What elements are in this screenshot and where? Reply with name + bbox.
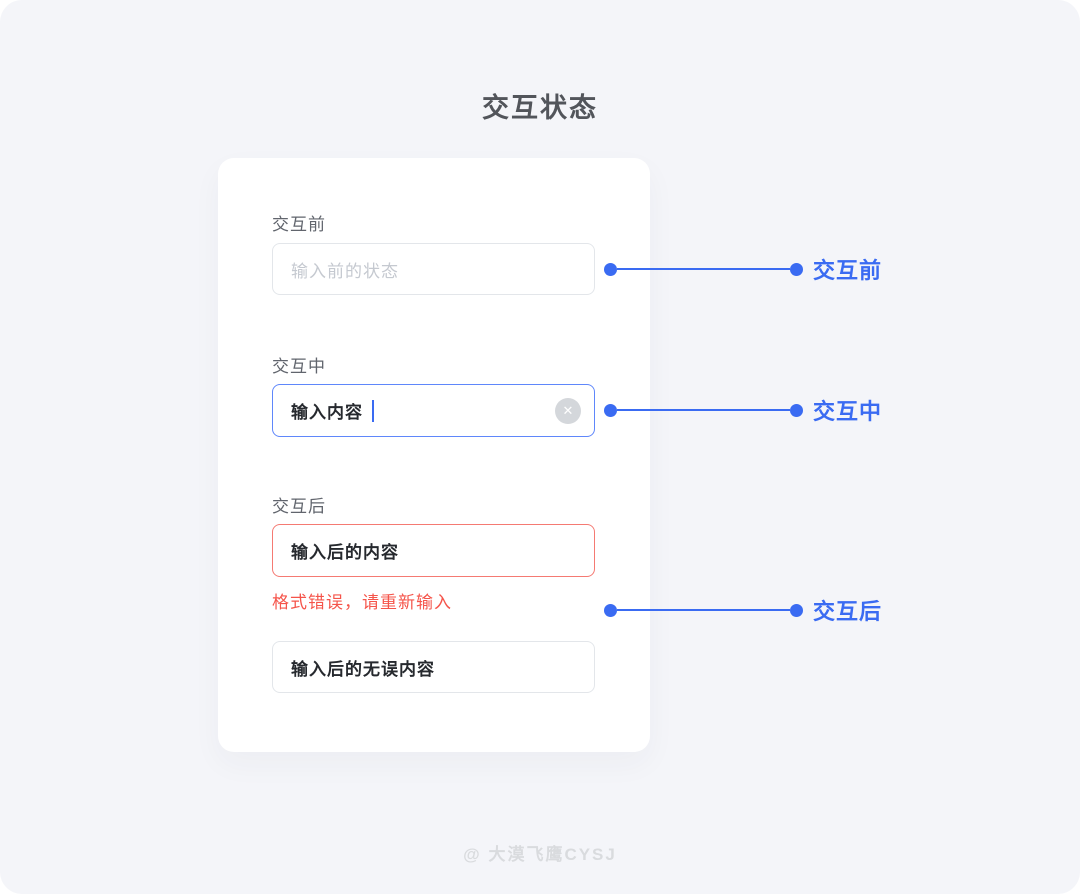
callout-label-during: 交互中 <box>813 399 883 424</box>
callout-dot-icon <box>604 403 617 417</box>
watermark: @ 大漠飞鹰CYSJ <box>463 845 617 864</box>
callout-dot-icon <box>790 262 803 276</box>
callout-line <box>617 609 790 611</box>
input-active-value: 输入内容 <box>291 403 363 422</box>
page-title: 交互状态 <box>482 93 598 123</box>
input-valid[interactable]: 输入后的无误内容 <box>272 641 595 693</box>
clear-icon[interactable]: ✕ <box>555 397 581 424</box>
callout-label-before: 交互前 <box>813 258 883 283</box>
input-active[interactable]: 输入内容 ✕ <box>272 384 595 437</box>
error-message: 格式错误，请重新输入 <box>272 593 452 612</box>
callout-after: 交互后 <box>604 597 883 624</box>
callout-during: 交互中 <box>604 397 883 424</box>
callout-dot-icon <box>604 603 617 617</box>
callout-dot-icon <box>604 262 617 276</box>
field-label-after: 交互后 <box>272 497 326 516</box>
input-before[interactable]: 输入前的状态 <box>272 243 595 295</box>
callout-before: 交互前 <box>604 256 883 283</box>
callout-dot-icon <box>790 603 803 617</box>
field-label-before: 交互前 <box>272 215 326 234</box>
input-error[interactable]: 输入后的内容 <box>272 524 595 577</box>
callout-line <box>617 409 790 411</box>
callout-line <box>617 268 790 270</box>
input-before-placeholder: 输入前的状态 <box>291 261 399 281</box>
text-cursor <box>372 399 374 422</box>
input-error-value: 输入后的内容 <box>291 543 399 562</box>
field-label-active: 交互中 <box>272 357 326 376</box>
callout-dot-icon <box>790 403 803 417</box>
input-valid-value: 输入后的无误内容 <box>291 659 435 679</box>
callout-label-after: 交互后 <box>813 599 883 624</box>
interaction-states-card: 交互前 输入前的状态 交互中 输入内容 ✕ 交互后 输入后的内容 格式错误，请重… <box>218 158 650 752</box>
